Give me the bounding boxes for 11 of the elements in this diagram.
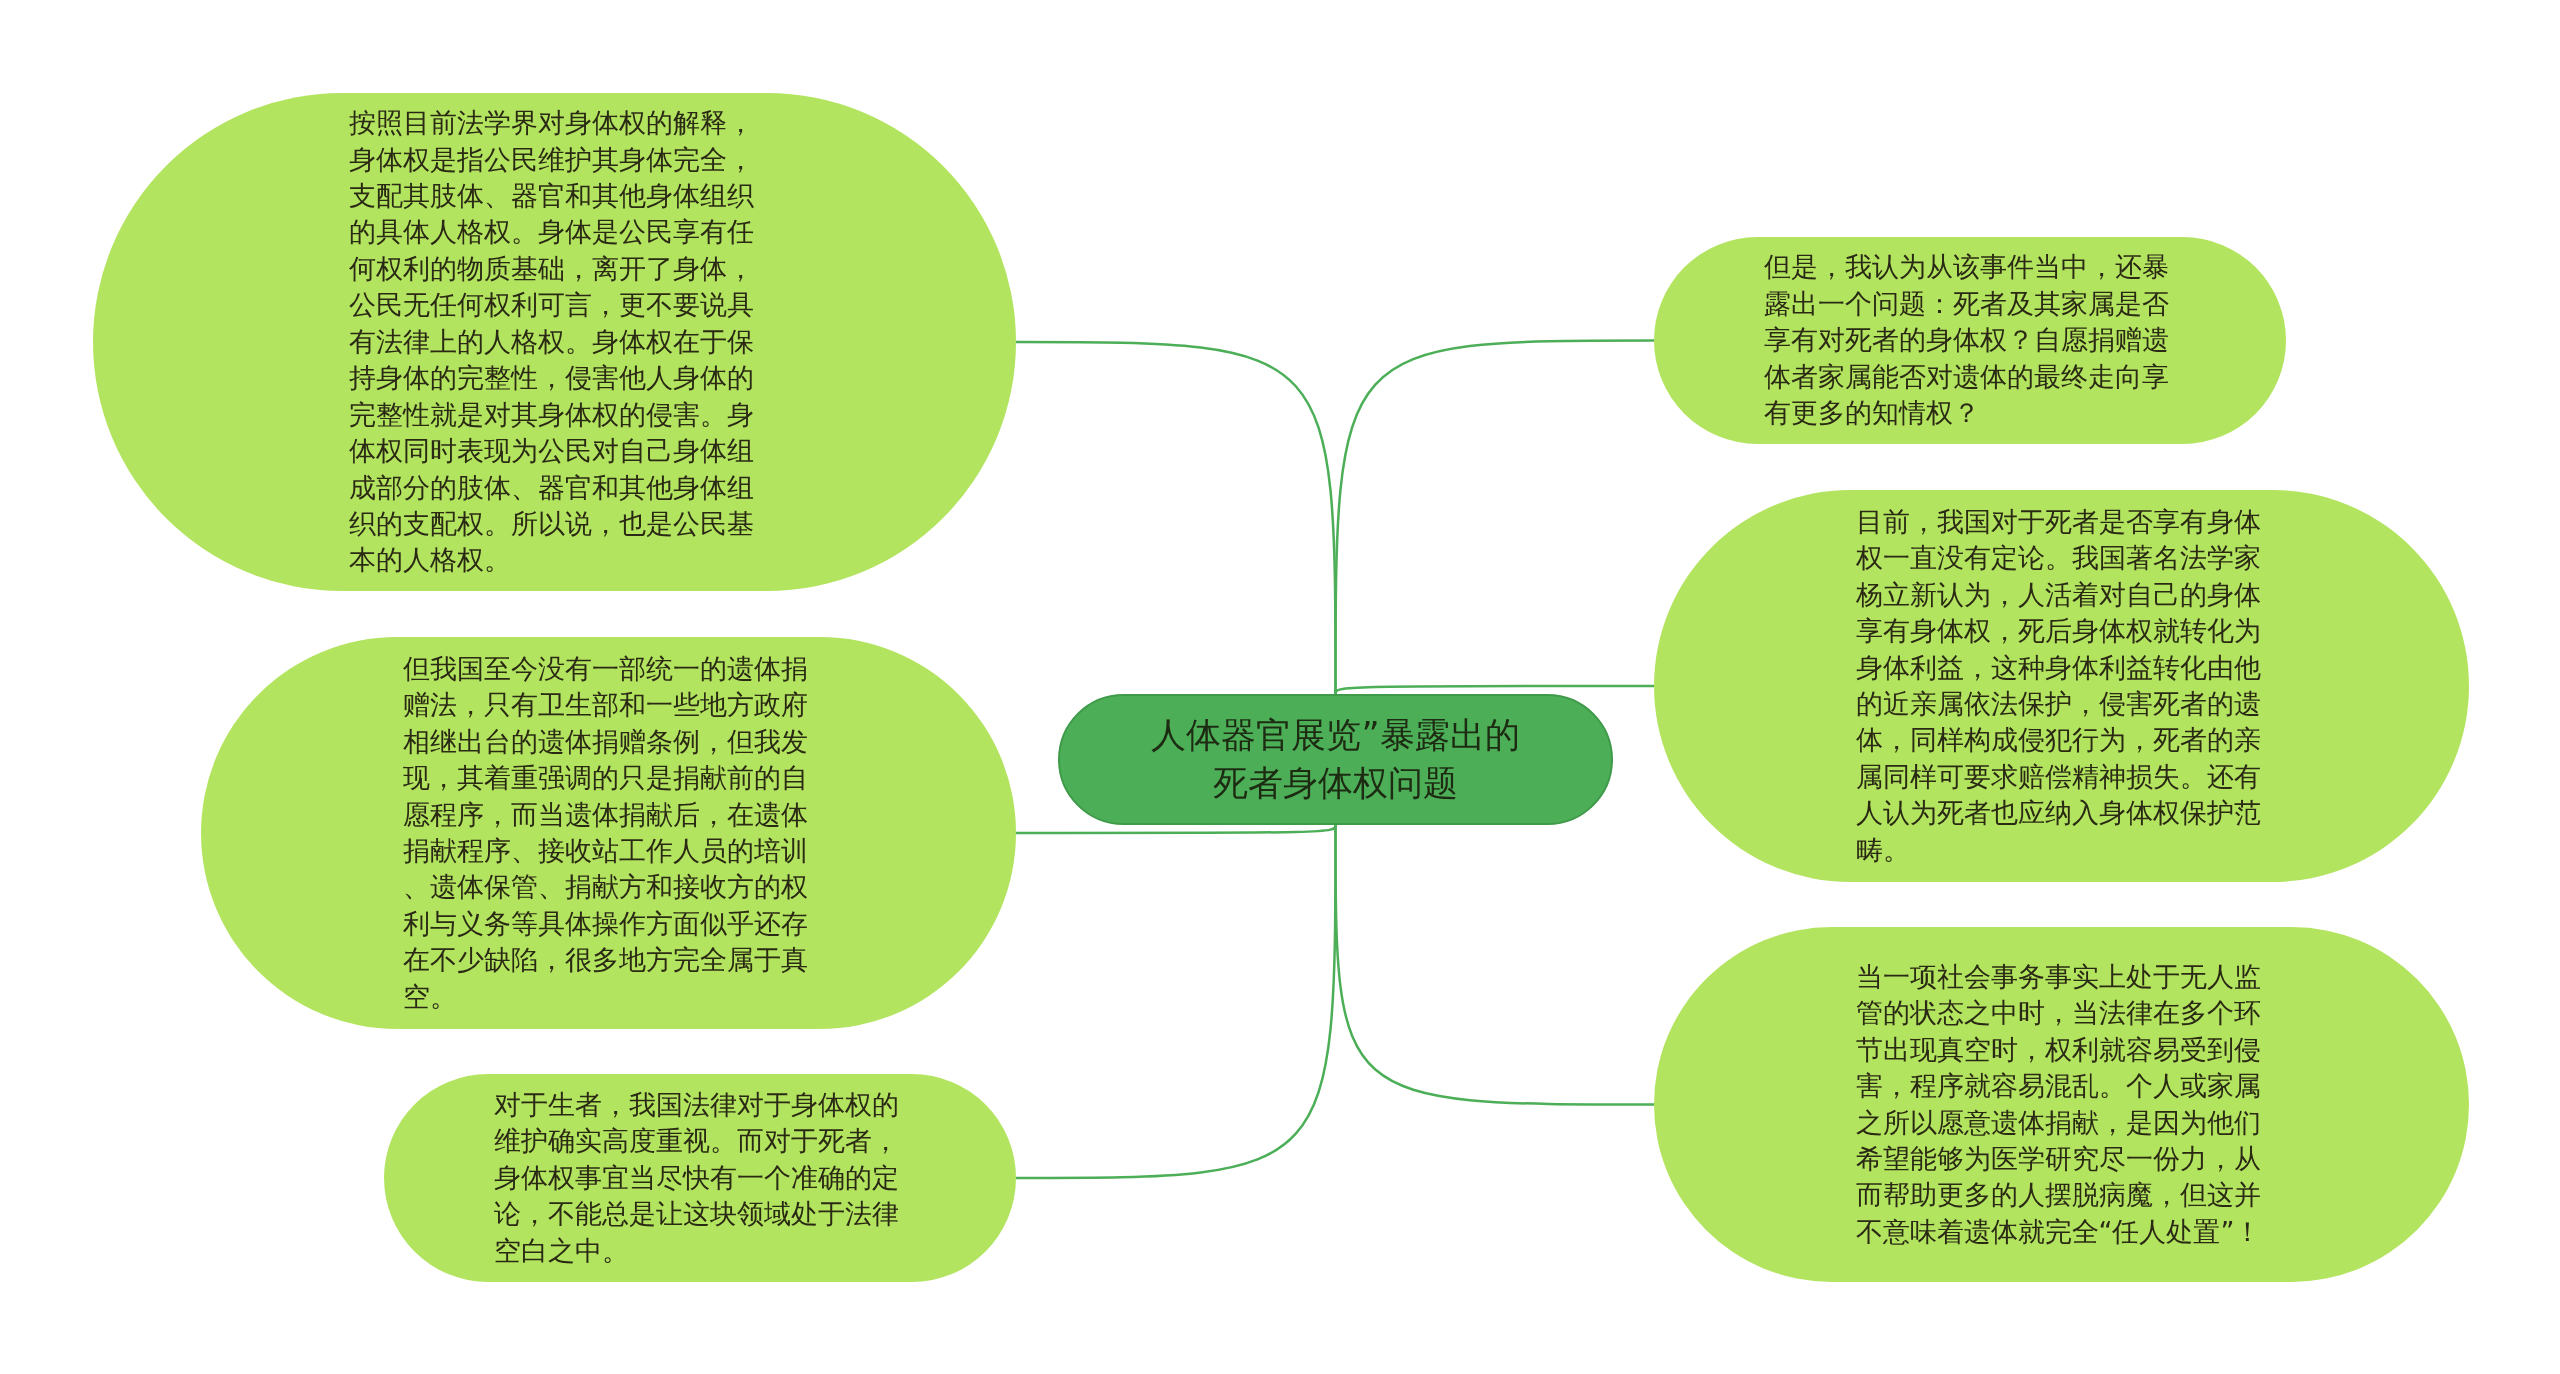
node-text: 对于生者，我国法律对于身体权的维护确实高度重视。而对于死者，身体权事宜当尽快有一个准确的定论，不能总是让这块领域处于法律空白之中。	[494, 1087, 900, 1268]
connector-line	[1334, 825, 1654, 1106]
node-text: 目前，我国对于死者是否享有身体权一直没有定论。我国著名法学家杨立新认为，人活着对自己的身体享有身体权，死后身体权就转化为身体利益，这种身体利益转化由他的近亲属依法保护，侵害死者的遗体，同样构成侵犯行为，死者的亲属同样可要求赔偿精神损失。还有人认为死者也应纳入身体权保护范畴。	[1855, 504, 2262, 867]
connector-line	[1334, 684, 1654, 695]
node-text: 当一项社会事务事实上处于无人监管的状态之中时，当法律在多个环节出现真空时，权利就容易受到侵害，程序就容易混乱。个人或家属之所以愿意遗体捐献，是因为他们希望能够为医学研究尽一份力，从而帮助更多的人摆脱病魔，但这并不意味着遗体就完全“任人处置”！	[1855, 959, 2263, 1249]
node-text: 但我国至今没有一部统一的遗体捐赠法，只有卫生部和一些地方政府相继出台的遗体捐赠条例，但我发现，其着重强调的只是捐献前的自愿程序，而当遗体捐献后，在遗体捐献程序、接收站工作人员的培训、遗体保管、捐献方和接收方的权利与义务等具体操作方面似乎还存在不少缺陷，很多地方完全属于真空。	[402, 651, 809, 1014]
connector-line	[1016, 824, 1337, 835]
node-text: 按照目前法学界对身体权的解释，身体权是指公民维护其身体完全，支配其肢体、器官和其他身体组织的具体人格权。身体是公民享有任何权利的物质基础，离开了身体，公民无任何权利可言，更不要说具有法律上的人格权。身体权在于保持身体的完整性，侵害他人身体的完整性就是对其身体权的侵害。身体权同时表现为公民对自己身体组成部分的肢体、器官和其他身体组织的支配权。所以说，也是公民基本的人格权。	[348, 106, 755, 578]
node-text: 人体器官展览”暴露出的死者身体权问题	[1150, 714, 1521, 805]
node-text: 但是，我认为从该事件当中，还暴露出一个问题：死者及其家属是否享有对死者的身体权？自愿捐赠遗体者家属能否对遗体的最终走向享有更多的知情权？	[1764, 250, 2170, 431]
connector-line	[1334, 339, 1654, 694]
